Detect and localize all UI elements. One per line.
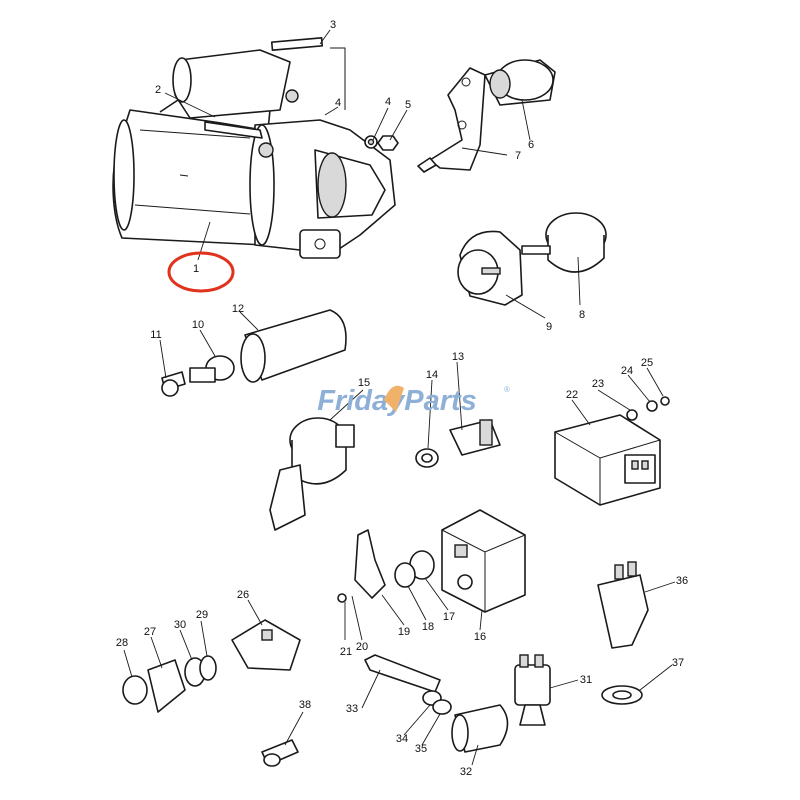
relay-box-drawing — [554, 396, 670, 506]
svg-text:FridayParts: FridayParts — [317, 385, 477, 417]
part-label-11: 11 — [150, 329, 161, 341]
part-label-37: 37 — [672, 657, 684, 669]
part-label-8: 8 — [579, 309, 585, 321]
part-label-13: 13 — [452, 351, 464, 363]
watermark-brand-part2: Parts — [404, 385, 477, 417]
oil-pressure-switch-drawing — [597, 561, 649, 705]
control-unit-drawing — [337, 509, 526, 613]
part-label-27: 27 — [144, 626, 156, 638]
part-label-26: 26 — [237, 589, 249, 601]
part-label-7: 7 — [515, 150, 521, 162]
part-label-36: 36 — [676, 575, 688, 587]
part-label-24: 24 — [621, 365, 633, 377]
part-label-1: 1 — [193, 263, 199, 275]
part-label-23: 23 — [592, 378, 604, 390]
part-label-15: 15 — [358, 377, 370, 389]
part-label-22: 22 — [566, 389, 578, 401]
part-label-3: 3 — [330, 19, 336, 31]
starter-motor-drawing — [112, 37, 399, 259]
rotary-switch-drawing — [521, 212, 607, 273]
part-label-25: 25 — [641, 357, 653, 369]
part-label-29: 29 — [196, 609, 208, 621]
push-button-switch-drawing — [457, 230, 523, 306]
part-label-9: 9 — [546, 321, 552, 333]
part-number-labels: 1 2 3 4 4 5 6 7 8 9 10 11 12 13 14 15 16… — [116, 19, 688, 778]
part-label-17: 17 — [443, 611, 455, 623]
part-label-34: 34 — [396, 733, 408, 745]
part-label-20: 20 — [356, 641, 368, 653]
bulb-holder-drawing — [122, 619, 301, 713]
solenoid-drawing — [161, 309, 347, 397]
part-label-30: 30 — [174, 619, 186, 631]
part-label-19: 19 — [398, 626, 410, 638]
part-label-4b: 4 — [385, 96, 391, 108]
part-label-12: 12 — [232, 303, 244, 315]
pressure-sensor-drawing — [364, 654, 551, 753]
part-label-31: 31 — [580, 674, 592, 686]
part-label-10: 10 — [192, 319, 204, 331]
part-label-4: 4 — [335, 97, 341, 109]
part-label-38: 38 — [299, 699, 311, 711]
part-label-35: 35 — [415, 743, 427, 755]
part-label-6: 6 — [528, 139, 534, 151]
watermark-swoosh-icon — [384, 385, 404, 412]
part-label-21: 21 — [340, 646, 352, 658]
temperature-sender-drawing — [415, 419, 501, 468]
ignition-switch-drawing — [417, 59, 556, 173]
highlight-circle — [167, 251, 235, 293]
watermark-registered-mark: ® — [504, 385, 510, 394]
part-label-28: 28 — [116, 637, 128, 649]
part-label-2: 2 — [155, 84, 161, 96]
part-label-33: 33 — [346, 703, 358, 715]
part-label-5: 5 — [405, 99, 411, 111]
part-label-16: 16 — [474, 631, 486, 643]
part-label-14: 14 — [426, 369, 438, 381]
leader-lines — [123, 29, 676, 766]
watermark-logo: FridayParts ® — [317, 385, 510, 417]
small-sender-drawing — [261, 739, 299, 767]
part-label-32: 32 — [460, 766, 472, 778]
lever-switch-drawing — [269, 417, 355, 531]
part-label-18: 18 — [422, 621, 434, 633]
